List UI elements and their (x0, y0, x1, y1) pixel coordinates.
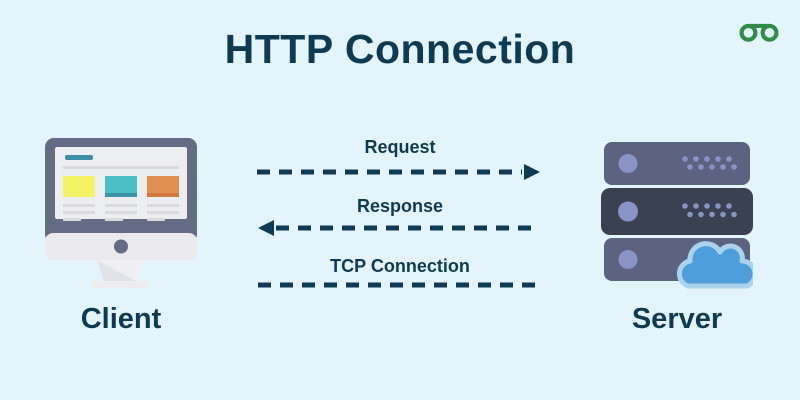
request-arrow (257, 164, 540, 180)
request-label: Request (364, 137, 436, 157)
server-unit-top (604, 142, 750, 185)
server-illustration (601, 142, 753, 289)
client-label: Client (80, 303, 162, 335)
server-light (618, 154, 638, 173)
server-unit-middle (601, 188, 753, 235)
card-yellow (63, 176, 95, 197)
tcp-connection-label: TCP Connection (330, 256, 470, 276)
card-teal (105, 176, 137, 197)
server-label: Server (631, 303, 723, 335)
arrowhead-right-icon (524, 164, 540, 180)
server-light (618, 250, 638, 269)
cloud-icon (676, 241, 753, 289)
geeksforgeeks-logo-icon (739, 23, 779, 42)
card-orange (147, 176, 179, 197)
server-vent-dots (682, 203, 737, 218)
arrowhead-left-icon (258, 220, 274, 236)
page-title: HTTP Connection (224, 26, 576, 72)
server-vent-dots (682, 156, 737, 170)
response-arrow (258, 220, 538, 236)
client-computer-illustration (45, 138, 197, 288)
browser-title-bar (65, 155, 93, 160)
tcp-connection-line (258, 282, 541, 288)
response-label: Response (356, 196, 444, 216)
server-light (618, 201, 638, 222)
monitor-camera-dot (114, 239, 128, 254)
monitor-stand-base (91, 281, 149, 288)
